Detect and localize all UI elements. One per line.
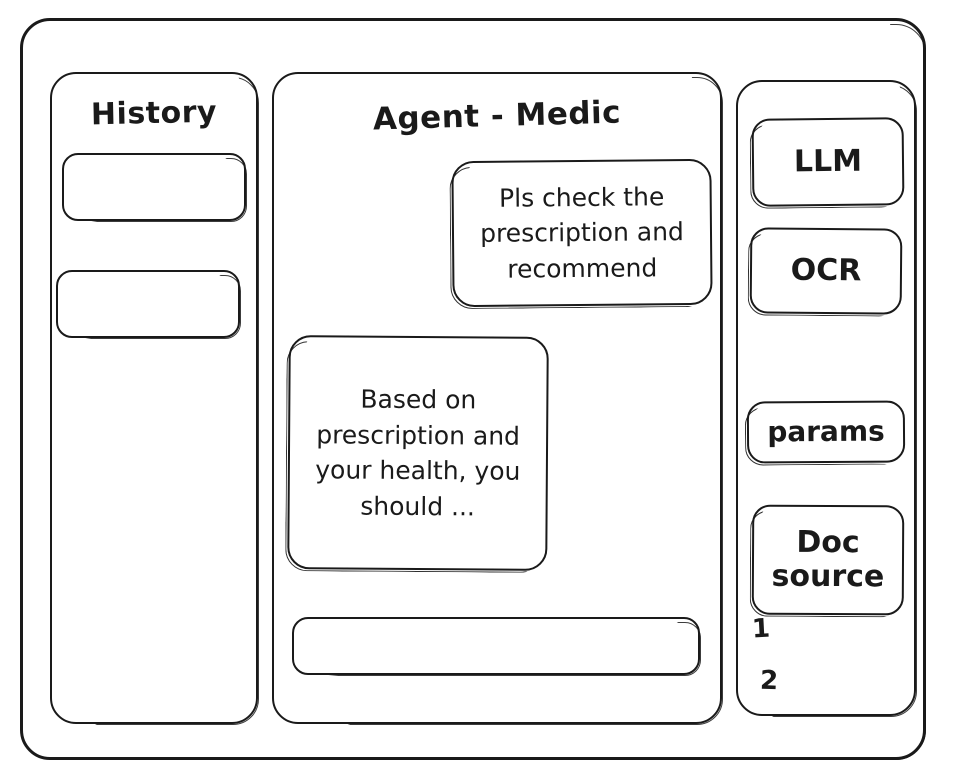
user-message-bubble: Pls check the prescription and recommend [451, 158, 713, 308]
tool-chip-doc-source[interactable]: Doc source [751, 504, 905, 616]
message-input[interactable] [292, 617, 700, 675]
doc-source-line-1: Doc [796, 524, 860, 560]
history-panel-title: History [90, 94, 218, 133]
doc-source-list-item-1[interactable]: 1 [751, 613, 771, 645]
history-list-item-1[interactable] [62, 153, 246, 221]
tool-chip-params[interactable]: params [746, 400, 906, 464]
tool-chip-llm[interactable]: LLM [751, 117, 905, 207]
history-list-item-2[interactable] [56, 270, 240, 338]
tool-chip-ocr[interactable]: OCR [749, 227, 903, 315]
doc-source-list-item-2[interactable]: 2 [759, 665, 779, 697]
doc-source-line-2: source [771, 558, 885, 595]
agent-message-bubble: Based on prescription and your health, y… [287, 335, 549, 571]
